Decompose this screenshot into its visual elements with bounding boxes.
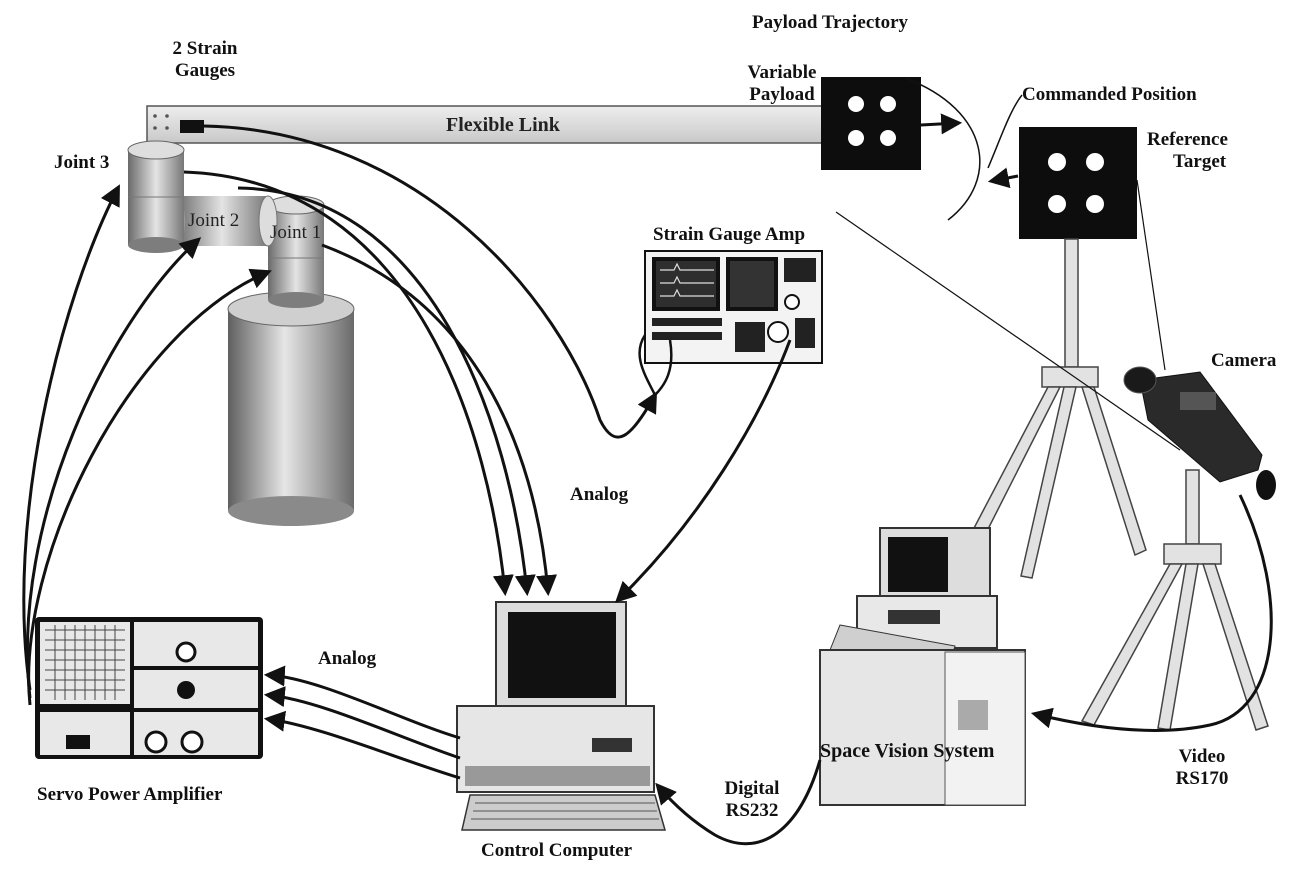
space-vision-system-device bbox=[820, 528, 1025, 805]
variable-payload-label-line1: Variable bbox=[735, 62, 829, 84]
camera-sightline-target bbox=[1137, 180, 1165, 370]
digital-label-line2: RS232 bbox=[712, 800, 792, 822]
camera-sightline-payload bbox=[836, 212, 1180, 450]
strain-gauges-label-line1: 2 Strain bbox=[160, 38, 250, 60]
digital-rs232-label: Digital RS232 bbox=[712, 778, 792, 822]
reference-target-label: Reference Target bbox=[1147, 129, 1228, 173]
servo-power-amplifier-device bbox=[35, 617, 263, 759]
payload-arrow bbox=[921, 123, 958, 125]
joint-1-sensor-cable bbox=[322, 245, 548, 592]
analog-lower-label: Analog bbox=[318, 648, 376, 670]
variable-payload-label: Variable Payload bbox=[735, 62, 829, 106]
space-vision-system-label: Space Vision System bbox=[820, 740, 994, 762]
commanded-position-label: Commanded Position bbox=[1022, 84, 1197, 106]
reference-target-label-line1: Reference bbox=[1147, 129, 1228, 151]
joint-3-cylinder bbox=[128, 141, 184, 253]
payload-trajectory-label: Payload Trajectory bbox=[752, 12, 908, 34]
camera-label: Camera bbox=[1211, 350, 1276, 372]
commanded-position-pointer bbox=[988, 95, 1022, 168]
commanded-position-arrow bbox=[992, 176, 1018, 181]
amp-to-computer-cable bbox=[618, 340, 790, 600]
video-rs170-label: Video RS170 bbox=[1162, 746, 1242, 790]
computer-to-servo-cable-2 bbox=[268, 695, 460, 758]
control-computer-label: Control Computer bbox=[481, 840, 632, 862]
reference-target bbox=[1019, 127, 1137, 239]
joint-3-label: Joint 3 bbox=[54, 152, 109, 174]
strain-gauge-amp-label: Strain Gauge Amp bbox=[653, 224, 805, 246]
analog-upper-label: Analog bbox=[570, 484, 628, 506]
strain-gauges-label: 2 Strain Gauges bbox=[160, 38, 250, 82]
camera-tripod bbox=[1082, 470, 1268, 730]
variable-payload bbox=[821, 77, 921, 170]
control-computer-device bbox=[457, 602, 665, 830]
servo-power-amplifier-label: Servo Power Amplifier bbox=[37, 784, 222, 806]
computer-to-servo-cable-1 bbox=[268, 675, 460, 738]
video-label-line1: Video bbox=[1162, 746, 1242, 768]
reference-target-label-line2: Target bbox=[1147, 151, 1228, 173]
robot-base bbox=[228, 292, 354, 526]
flexible-link-label: Flexible Link bbox=[446, 114, 560, 136]
camera-body bbox=[1124, 367, 1276, 500]
strain-gauge-sensor bbox=[180, 120, 204, 133]
strain-gauges-label-line2: Gauges bbox=[160, 60, 250, 82]
digital-label-line1: Digital bbox=[712, 778, 792, 800]
video-label-line2: RS170 bbox=[1162, 768, 1242, 790]
joint-2-label: Joint 2 bbox=[188, 210, 239, 232]
variable-payload-label-line2: Payload bbox=[735, 84, 829, 106]
joint-1-label: Joint 1 bbox=[270, 222, 321, 244]
